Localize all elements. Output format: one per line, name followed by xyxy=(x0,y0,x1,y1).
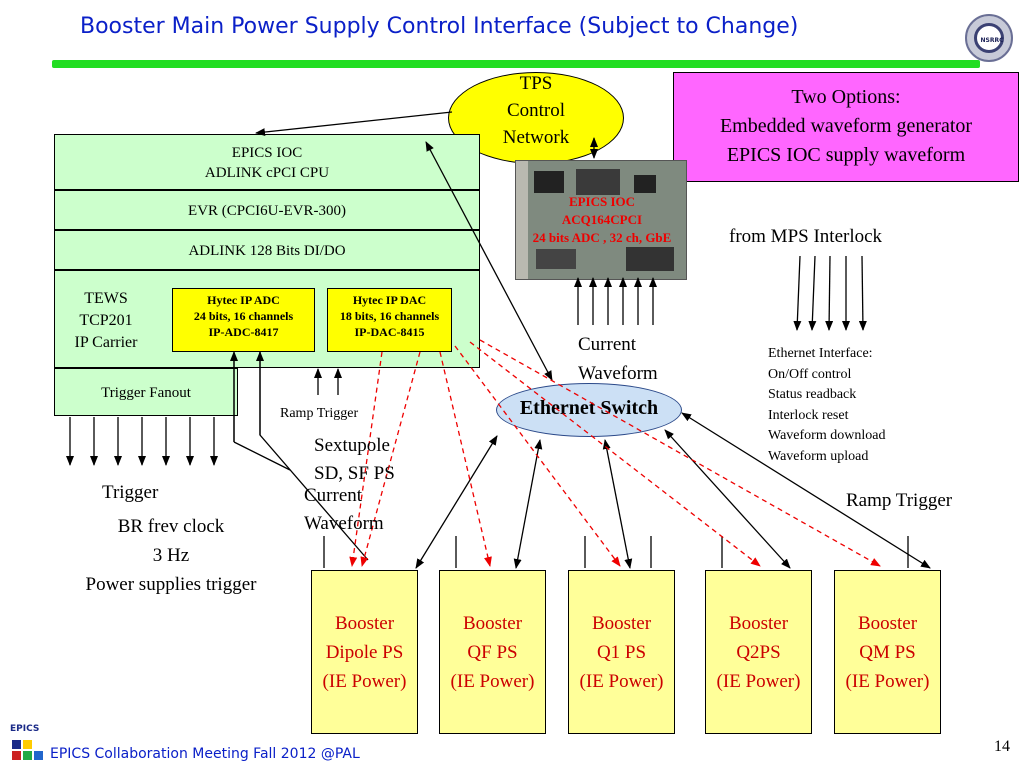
ramp-trigger-small-label: Ramp Trigger xyxy=(280,406,359,421)
from-mps-interlock-label: from MPS Interlock xyxy=(729,226,883,247)
ip-carrier-label: TEWS TCP201 IP Carrier xyxy=(56,288,156,354)
eth-if-upload: Waveform upload xyxy=(768,448,869,464)
dio-label: ADLINK 128 Bits DI/DO xyxy=(188,243,346,259)
slide-title: Booster Main Power Supply Control Interf… xyxy=(80,14,799,39)
carrier-line-2: TCP201 xyxy=(79,312,133,329)
eth-if-heading: Ethernet Interface: xyxy=(768,346,873,361)
eth-if-interlock: Interlock reset xyxy=(768,407,849,423)
trigger-detail-1: BR frev clock xyxy=(117,516,225,537)
tps-line-2: Control xyxy=(506,100,566,121)
ethernet-interface-list: Ethernet Interface: On/Off control Statu… xyxy=(768,344,885,467)
sextupole-line-1: Sextupole xyxy=(314,435,390,456)
options-heading: Two Options: xyxy=(791,86,901,108)
ps-dipole-line-2: Dipole PS xyxy=(325,642,404,663)
epics-logo: EPICS xyxy=(10,724,46,764)
options-box: Two Options: Embedded waveform generator… xyxy=(673,72,1019,182)
board-label-2: ACQ164CPCI xyxy=(561,212,643,227)
cw-mid-line-1: Current xyxy=(304,485,363,506)
evr-label: EVR (CPCI6U-EVR-300) xyxy=(188,203,346,219)
adc-line-3: IP-ADC-8417 xyxy=(208,325,279,339)
ps-qm-line-3: (IE Power) xyxy=(845,671,930,692)
ps-qm-line-2: QM PS xyxy=(859,642,916,663)
ioc-cpu-line-2: ADLINK cPCI CPU xyxy=(204,165,330,181)
ps-qf-line-2: QF PS xyxy=(467,642,518,663)
trigger-detail-2: 3 Hz xyxy=(152,545,190,566)
hytec-ip-adc: Hytec IP ADC 24 bits, 16 channels IP-ADC… xyxy=(172,288,315,352)
eth-if-download: Waveform download xyxy=(768,428,886,443)
dac-line-1: Hytec IP DAC xyxy=(352,293,427,307)
cw-top-line-1: Current xyxy=(578,334,637,355)
ps-q2-line-2: Q2PS xyxy=(736,642,781,663)
adc-line-1: Hytec IP ADC xyxy=(207,293,280,307)
ps-q1-line-2: Q1 PS xyxy=(596,642,647,663)
current-waveform-top-label: Current Waveform xyxy=(578,330,658,388)
cw-top-line-2: Waveform xyxy=(578,363,658,384)
page-number: 14 xyxy=(994,738,1010,755)
footer-text: EPICS Collaboration Meeting Fall 2012 @P… xyxy=(50,746,360,762)
trigger-fanout-module: Trigger Fanout xyxy=(54,368,238,416)
ps-q2-line-1: Booster xyxy=(728,613,789,634)
ps-dipole-line-3: (IE Power) xyxy=(322,671,407,692)
current-waveform-mid-label: Current Waveform xyxy=(304,482,384,538)
ps-qf-line-1: Booster xyxy=(462,613,523,634)
adc-line-2: 24 bits, 16 channels xyxy=(193,309,294,323)
sextupole-line-2: SD, SF PS xyxy=(314,463,395,484)
trigger-details: BR frev clock 3 Hz Power supplies trigge… xyxy=(56,512,286,599)
ps-q1-line-1: Booster xyxy=(591,613,652,634)
title-divider xyxy=(52,60,980,68)
dio-module: ADLINK 128 Bits DI/DO xyxy=(54,230,480,270)
carrier-line-3: IP Carrier xyxy=(74,334,138,351)
eth-if-status: Status readback xyxy=(768,387,857,402)
epics-logo-text: EPICS xyxy=(10,724,40,734)
ps-qf-line-3: (IE Power) xyxy=(450,671,535,692)
evr-module: EVR (CPCI6U-EVR-300) xyxy=(54,190,480,230)
ethernet-switch-ellipse xyxy=(496,383,682,437)
trigger-label: Trigger xyxy=(102,482,159,503)
ps-qm-line-1: Booster xyxy=(857,613,918,634)
ps-q2-line-3: (IE Power) xyxy=(716,671,801,692)
option-ioc: EPICS IOC supply waveform xyxy=(726,144,966,166)
sextupole-label: Sextupole SD, SF PS xyxy=(314,432,395,488)
ioc-cpu-line-1: EPICS IOC xyxy=(231,145,303,161)
dac-line-3: IP-DAC-8415 xyxy=(354,325,425,339)
option-embedded: Embedded waveform generator xyxy=(719,115,973,137)
logo-text: NSRRC xyxy=(980,37,1004,44)
ps-dipole: Booster Dipole PS (IE Power) xyxy=(311,570,418,734)
board-label-3: 24 bits ADC , 32 ch, GbE xyxy=(532,230,672,245)
tps-line-1: TPS xyxy=(519,73,553,94)
ps-q1-line-3: (IE Power) xyxy=(579,671,664,692)
eth-if-onoff: On/Off control xyxy=(768,366,852,382)
board-label-1: EPICS IOC xyxy=(568,194,636,209)
ps-dipole-line-1: Booster xyxy=(334,613,395,634)
carrier-line-1: TEWS xyxy=(84,290,128,307)
ps-qm: Booster QM PS (IE Power) xyxy=(834,570,941,734)
ethernet-switch-label: Ethernet Switch xyxy=(519,397,659,419)
cw-mid-line-2: Waveform xyxy=(304,513,384,534)
ps-qf: Booster QF PS (IE Power) xyxy=(439,570,546,734)
ps-q1: Booster Q1 PS (IE Power) xyxy=(568,570,675,734)
trigger-fanout-label: Trigger Fanout xyxy=(101,385,191,401)
dac-line-2: 18 bits, 16 channels xyxy=(339,309,440,323)
ps-q2: Booster Q2PS (IE Power) xyxy=(705,570,812,734)
ioc-cpu-module: EPICS IOC ADLINK cPCI CPU xyxy=(54,134,480,190)
nsrrc-logo: NSRRC xyxy=(965,14,1013,62)
trigger-detail-3: Power supplies trigger xyxy=(85,574,257,595)
ramp-trigger-label: Ramp Trigger xyxy=(846,490,953,511)
